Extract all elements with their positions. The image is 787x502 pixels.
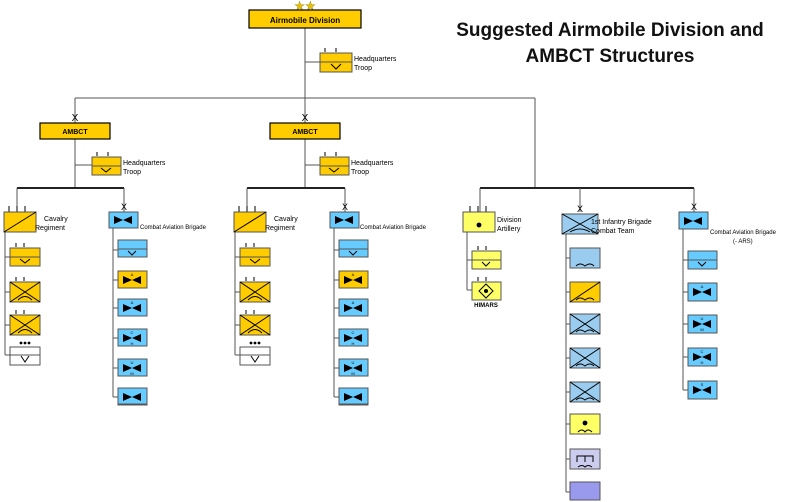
ibct-echelon: X	[577, 204, 583, 214]
ibct-field-artillery	[569, 413, 601, 435]
ambct-right-hq-label-2: Troop	[351, 169, 369, 176]
ambct-right-hq-troop: Headquarters Troop	[319, 152, 394, 176]
division-box: ★★ Airmobile Division	[248, 0, 362, 29]
artillery-label-2: Artillery	[497, 226, 521, 233]
division-hq-troop: Headquarters Troop	[319, 48, 397, 73]
division-label: Airmobile Division	[270, 16, 340, 25]
ambct-right-echelon: X	[302, 113, 309, 124]
left-av4-letter-b: M	[130, 371, 133, 376]
left-aviation-bn-2: A	[117, 298, 148, 317]
connector-lines	[4, 28, 695, 493]
himars-label: HIMARS	[474, 303, 498, 309]
ibct-label-2: Combat Team	[591, 228, 635, 235]
right-cavalry-label-2: Regiment	[265, 225, 295, 232]
cab-utility-bn: U M	[687, 314, 718, 334]
right-attack-letter: A	[352, 272, 355, 277]
ibct-support-bn	[569, 481, 601, 501]
ibct-cavalry-squadron	[569, 247, 601, 269]
ibct-infantry-bn-1	[569, 313, 601, 335]
title-line-1: Suggested Airmobile Division and	[456, 20, 764, 41]
ambct-left-hq-troop: Headquarters Troop	[91, 152, 166, 176]
left-cavalry-label-1: Cavalry	[44, 216, 68, 223]
cab-hq	[687, 250, 718, 270]
left-aviation-brigade: X Combat Aviation Brigade	[108, 202, 207, 231]
cab-cargo-letter: C	[701, 349, 704, 354]
left-av4-letter: U	[131, 360, 134, 365]
right-aviation-echelon: X	[342, 202, 348, 212]
right-aviation-hq	[338, 239, 369, 258]
right-av2-letter: A	[352, 300, 355, 305]
left-cav-troop-2	[9, 310, 41, 336]
right-aviation-label: Combat Aviation Brigade	[360, 225, 427, 231]
left-cav-hq-troop	[9, 243, 41, 267]
left-aviation-attack-bn: A	[117, 270, 148, 289]
artillery-label-1: Division	[497, 217, 522, 224]
left-aviation-echelon: X	[121, 202, 127, 212]
right-aviation-bn-4: U M	[338, 358, 369, 377]
cab-cargo-letter-b: H	[701, 360, 704, 365]
ambct-left-echelon: X	[72, 113, 79, 124]
left-aviation-hq	[117, 239, 148, 258]
cab-label-2: (- ARS)	[733, 239, 753, 245]
cab-cargo-bn: C H	[687, 347, 718, 367]
right-cavalry-regiment: Cavalry Regiment	[233, 206, 298, 233]
ambct-right: X AMBCT	[269, 113, 341, 140]
cab-support-letter: S	[701, 382, 704, 387]
ambct-left: X AMBCT	[39, 113, 111, 140]
cab-attack-bn: A	[687, 282, 718, 302]
right-cav-troop-2	[239, 310, 271, 336]
left-aviation-bn-4: U M	[117, 358, 148, 377]
ibct-engineer-bn	[569, 448, 601, 470]
title-line-2: AMBCT Structures	[525, 46, 695, 67]
right-cavalry-label-1: Cavalry	[274, 216, 298, 223]
right-cav-support-unit	[239, 341, 271, 366]
ibct-attached-unit	[569, 281, 601, 303]
left-cavalry-label-2: Regiment	[35, 225, 65, 232]
division-hq-label-1: Headquarters	[354, 56, 397, 63]
ambct-left-label: AMBCT	[62, 129, 88, 136]
cab-attack-letter: A	[701, 284, 704, 289]
right-aviation-bn-3: C H	[338, 328, 369, 347]
right-av4-letter: U	[352, 360, 355, 365]
ibct-infantry-bn-2	[569, 347, 601, 369]
division-hq-label-2: Troop	[354, 65, 372, 72]
ambct-left-hq-label-1: Headquarters	[123, 160, 166, 167]
left-av3-letter: C	[131, 330, 134, 335]
ambct-right-hq-label-1: Headquarters	[351, 160, 394, 167]
left-cav-troop-1	[9, 277, 41, 303]
cab-utility-letter-b: M	[700, 327, 703, 332]
division-cab: X Combat Aviation Brigade (- ARS)	[678, 202, 777, 245]
right-cav-troop-1	[239, 277, 271, 303]
left-av3-letter-b: H	[131, 341, 134, 346]
ambct-left-hq-label-2: Troop	[123, 169, 141, 176]
right-aviation-bn-2: A	[338, 298, 369, 317]
right-cav-hq-troop	[239, 243, 271, 267]
cab-label-1: Combat Aviation Brigade	[710, 230, 777, 236]
diagram-title: Suggested Airmobile Division and AMBCT S…	[440, 18, 780, 70]
himars-battalion: HIMARS	[471, 277, 502, 309]
infantry-brigade: X 1st Infantry Brigade Combat Team	[561, 204, 652, 235]
right-av4-letter-b: M	[351, 371, 354, 376]
right-aviation-brigade: X Combat Aviation Brigade	[329, 202, 427, 231]
artillery-hq	[471, 246, 502, 270]
left-aviation-bn-5	[117, 387, 148, 406]
ibct-label-1: 1st Infantry Brigade	[591, 219, 652, 226]
ambct-right-label: AMBCT	[292, 129, 318, 136]
cab-utility-letter: U	[701, 316, 704, 321]
right-av3-letter-b: H	[352, 341, 355, 346]
ibct-infantry-bn-3	[569, 381, 601, 403]
left-aviation-bn-3: C H	[117, 328, 148, 347]
left-cav-support-unit	[9, 341, 41, 366]
division-artillery: Division Artillery	[462, 206, 522, 233]
cab-echelon: X	[691, 202, 697, 212]
left-av2-letter: A	[131, 300, 134, 305]
right-av3-letter: C	[352, 330, 355, 335]
left-cavalry-regiment: Cavalry Regiment	[3, 206, 68, 233]
cab-support-bn: S	[687, 380, 718, 400]
right-aviation-bn-5	[338, 387, 369, 406]
left-attack-letter: A	[131, 272, 134, 277]
left-aviation-label: Combat Aviation Brigade	[140, 225, 207, 231]
right-aviation-attack-bn: A	[338, 270, 369, 289]
